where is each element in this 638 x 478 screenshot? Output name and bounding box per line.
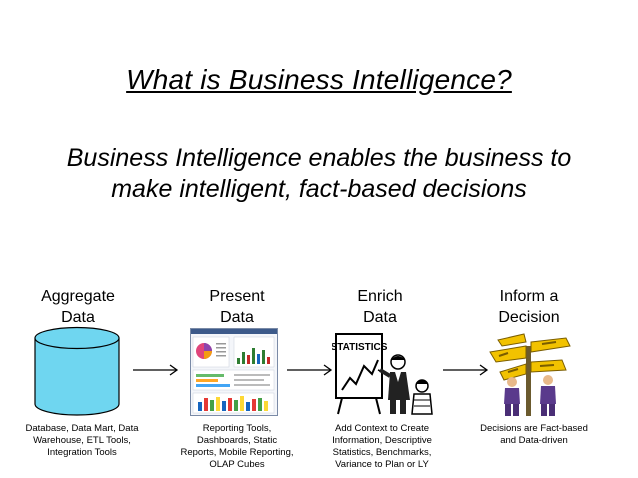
subtitle-line-2: make intelligent, fact-based decisions	[111, 175, 527, 203]
slide-title: What is Business Intelligence?	[126, 64, 512, 95]
caption-aggregate: Database, Data Mart, Data Warehouse, ETL…	[25, 423, 139, 458]
step-label-aggregate: Aggregate Data	[41, 288, 115, 326]
subtitle-line-1: Business Intelligence enables the busine…	[66, 144, 572, 172]
businessmen-signpost-clipart	[489, 333, 571, 416]
step-label-inform: Inform a Decision	[498, 288, 560, 326]
statistics-presenter-clipart: STATISTICS	[332, 333, 433, 415]
slide-subtitle: Business Intelligence enables the busine…	[20, 143, 618, 205]
arrow-3	[443, 364, 489, 376]
caption-present: Reporting Tools, Dashboards, Static Repo…	[180, 423, 294, 470]
step-label-enrich: Enrich Data	[357, 288, 403, 326]
caption-inform: Decisions are Fact-based and Data-driven	[480, 423, 588, 446]
step-label-present: Present Data	[209, 288, 265, 326]
statistics-sign-text: STATISTICS	[332, 342, 388, 353]
dashboard-screenshot	[190, 328, 278, 416]
caption-enrich: Add Context to Create Information, Descr…	[332, 423, 432, 470]
arrow-1	[133, 364, 179, 376]
database-cylinder-icon	[34, 326, 120, 416]
arrow-2	[287, 364, 333, 376]
